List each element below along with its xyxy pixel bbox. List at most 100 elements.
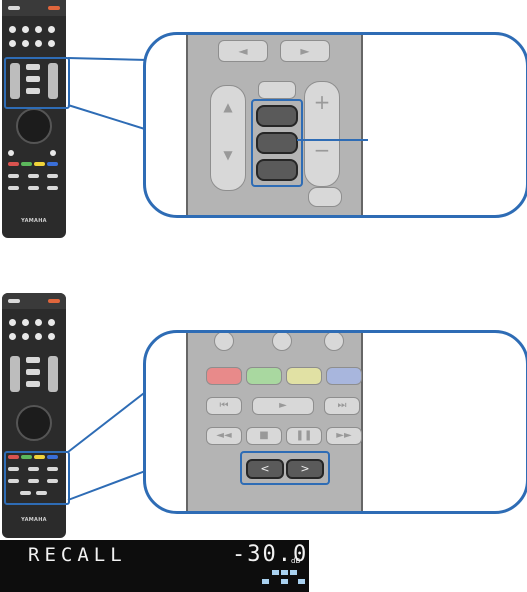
right-arrow-button-b [36, 491, 47, 495]
prev-track-button: ⏮ [206, 397, 242, 415]
round-button-2 [272, 333, 292, 351]
preset-rocker [10, 63, 20, 99]
red-button [8, 162, 19, 166]
pause-button: ❚❚ [286, 427, 322, 445]
arrow-buttons-highlight [240, 451, 330, 485]
transport-button-3 [47, 174, 58, 178]
return-button [8, 150, 14, 156]
next-track-button: ⏭ [324, 397, 360, 415]
callout-arrow-buttons: ⏮ ► ⏭ ◄◄ ■ ❚❚ ►► < > [143, 330, 527, 514]
power-button-b [48, 299, 60, 303]
remote-closeup-top: ◄ ► ▲ ▼ + − [186, 35, 363, 215]
scene-button-b2 [22, 319, 29, 326]
callout-memory-buttons: ◄ ► ▲ ▼ + − [143, 32, 527, 218]
scene-button-b4 [48, 319, 55, 326]
volume-rocker-b [48, 356, 58, 392]
rewind-button: ◄◄ [206, 427, 242, 445]
green-button-b [21, 455, 32, 459]
green-button [21, 162, 32, 166]
red-button-b [8, 455, 19, 459]
right-arrow-button: > [286, 459, 324, 479]
transport-button-1 [8, 174, 19, 178]
remote-logo-b: YAMAHA [21, 517, 47, 523]
recall-button [256, 159, 298, 181]
stop-button: ■ [246, 427, 282, 445]
memory-button-small-2 [26, 76, 40, 82]
speaker-indicator-1 [272, 570, 279, 575]
bottom-remote-highlight [4, 451, 70, 505]
input-button-1 [9, 40, 16, 47]
top-remote-highlight [4, 57, 70, 109]
input-button-4 [48, 40, 55, 47]
transport-button-2 [28, 174, 39, 178]
preset-button-b [26, 369, 40, 375]
memory-buttons-highlight [251, 99, 303, 187]
scene-button-3 [35, 26, 42, 33]
memory-button-small-3 [26, 88, 40, 94]
transport-button-b3 [47, 467, 58, 471]
input-button-b1 [9, 333, 16, 340]
transport-button-4 [8, 186, 19, 190]
front-display: RECALL -30.0 dB [0, 540, 309, 592]
play-button: ► [252, 397, 314, 415]
transport-button-b1 [8, 467, 19, 471]
cursor-pad-b [16, 405, 52, 441]
input-button-b4 [48, 333, 55, 340]
skip-forward-button: ► [280, 40, 330, 62]
preset-down-arrow: ▼ [223, 148, 233, 162]
remote-bottom-top-bar [2, 293, 66, 309]
remote-top-bar [2, 0, 66, 16]
connector-line-bottom-1 [67, 389, 149, 453]
scene-button-2 [22, 26, 29, 33]
remote-control-top: YAMAHA [2, 0, 66, 238]
display-recall-text: RECALL [28, 544, 127, 566]
fast-forward-button: ►► [326, 427, 362, 445]
memory-button-b [26, 357, 40, 363]
scene-button-4 [48, 26, 55, 33]
remote-control-bottom: YAMAHA [2, 293, 66, 538]
speaker-indicator-6 [298, 579, 305, 584]
connector-line-top-2 [67, 104, 149, 131]
left-arrow-button-b [20, 491, 31, 495]
yellow-button [34, 162, 45, 166]
memory-button-small [26, 64, 40, 70]
transport-button-6 [47, 186, 58, 190]
power-button [48, 6, 60, 10]
round-button-3 [324, 333, 344, 351]
transport-button-b2 [28, 467, 39, 471]
input-button-b3 [35, 333, 42, 340]
transport-button-b6 [47, 479, 58, 483]
preset-label-button [258, 81, 296, 99]
yellow-button-b [34, 455, 45, 459]
volume-rocker-closeup: + − [304, 81, 340, 187]
preset-rocker-b [10, 356, 20, 392]
speaker-indicator-4 [262, 579, 269, 584]
home-button [50, 150, 56, 156]
preset-rocker-closeup: ▲ ▼ [210, 85, 246, 191]
blue-button-b [47, 455, 58, 459]
cursor-pad [16, 108, 52, 144]
scene-button-1 [9, 26, 16, 33]
remote-closeup-bottom: ⏮ ► ⏭ ◄◄ ■ ❚❚ ►► < > [186, 333, 363, 511]
memory-button [256, 105, 298, 127]
input-button-2 [22, 40, 29, 47]
transport-button-b4 [8, 479, 19, 483]
speaker-indicator-2 [281, 570, 288, 575]
volume-plus-sign: + [313, 90, 331, 114]
scene-button-b1 [9, 319, 16, 326]
input-button-b [8, 299, 20, 303]
input-button-3 [35, 40, 42, 47]
speaker-indicator-3 [290, 570, 297, 575]
mute-button [308, 187, 342, 207]
blue-button-closeup [326, 367, 362, 385]
blue-button [47, 162, 58, 166]
preset-button [256, 132, 298, 154]
left-arrow-button: < [246, 459, 284, 479]
remote-logo: YAMAHA [21, 218, 47, 224]
transport-button-b5 [28, 479, 39, 483]
connector-line-bottom-2 [67, 469, 149, 501]
display-volume-value: -30.0 [232, 542, 309, 567]
scene-button-b3 [35, 319, 42, 326]
preset-up-arrow: ▲ [223, 100, 233, 114]
red-button-closeup [206, 367, 242, 385]
